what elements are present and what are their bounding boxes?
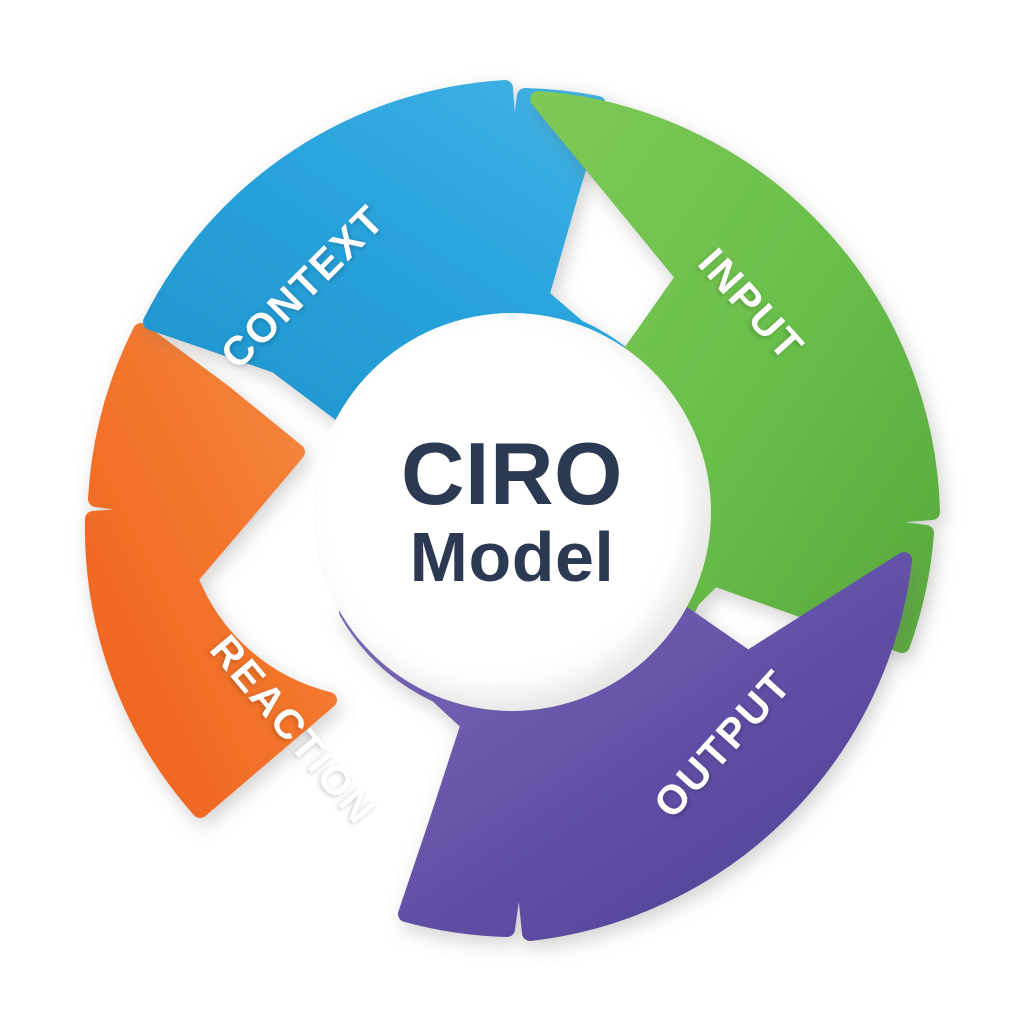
center-subtitle: Model [409, 518, 615, 597]
center-title: CIRO [401, 423, 623, 523]
center-hub: CIRO Model [313, 313, 711, 711]
segment-reaction[interactable] [84, 323, 337, 818]
